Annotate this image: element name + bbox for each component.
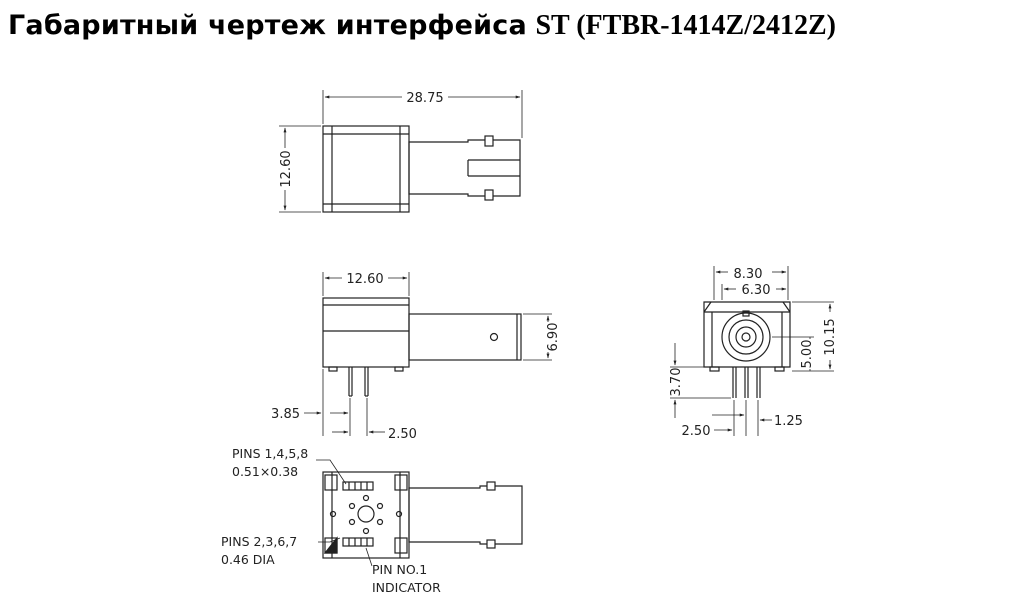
dim-pin-pitch: 2.50 bbox=[388, 427, 417, 442]
top-view-ferrule bbox=[408, 135, 521, 201]
bottom-view bbox=[316, 459, 523, 567]
page-title: Габаритный чертеж интерфейса ST (FTBR-14… bbox=[8, 10, 836, 42]
title-model: ST (FTBR-1414Z/2412Z) bbox=[535, 10, 837, 41]
dim-side-tube-height: 6.90 bbox=[546, 323, 561, 352]
note-pin1-line2: INDICATOR bbox=[372, 580, 441, 595]
front-view-ferrule bbox=[721, 310, 771, 362]
note-pins-a-line2: 0.51×0.38 bbox=[232, 464, 298, 479]
dim-top-height: 12.60 bbox=[279, 150, 294, 187]
front-view-pins bbox=[732, 367, 761, 398]
note-pins-a-line1: PINS 1,4,5,8 bbox=[232, 446, 308, 461]
side-view-pins bbox=[348, 367, 369, 397]
dim-pin-offset: 3.85 bbox=[271, 407, 300, 422]
side-view-body bbox=[322, 297, 410, 372]
front-view bbox=[670, 266, 834, 436]
note-pins-b-line2: 0.46 DIA bbox=[221, 552, 275, 567]
bottom-view-ferrule bbox=[408, 481, 523, 549]
dim-front-pin-pitch: 2.50 bbox=[682, 424, 711, 439]
title-russian: Габаритный чертеж интерфейса bbox=[8, 10, 527, 41]
dim-front-pin-length: 3.70 bbox=[669, 368, 684, 397]
side-view-tube bbox=[408, 313, 522, 361]
front-view-body bbox=[703, 301, 791, 372]
dim-front-pin-spacing: 1.25 bbox=[774, 414, 803, 429]
dim-side-body-width: 12.60 bbox=[346, 272, 383, 287]
bottom-view-body bbox=[322, 471, 410, 559]
dim-top-width: 28.75 bbox=[406, 91, 443, 106]
dim-front-center-height: 5.00 bbox=[800, 340, 815, 369]
note-pin1-line1: PIN NO.1 bbox=[372, 562, 427, 577]
top-view-body bbox=[322, 125, 410, 213]
side-view-hole bbox=[489, 332, 499, 342]
dim-front-total-height: 10.15 bbox=[823, 318, 838, 355]
dim-front-outer-width: 8.30 bbox=[734, 267, 763, 282]
top-view bbox=[279, 90, 523, 213]
note-pins-b-line1: PINS 2,3,6,7 bbox=[221, 534, 297, 549]
side-view bbox=[304, 272, 552, 436]
dim-front-inner-width: 6.30 bbox=[742, 283, 771, 298]
